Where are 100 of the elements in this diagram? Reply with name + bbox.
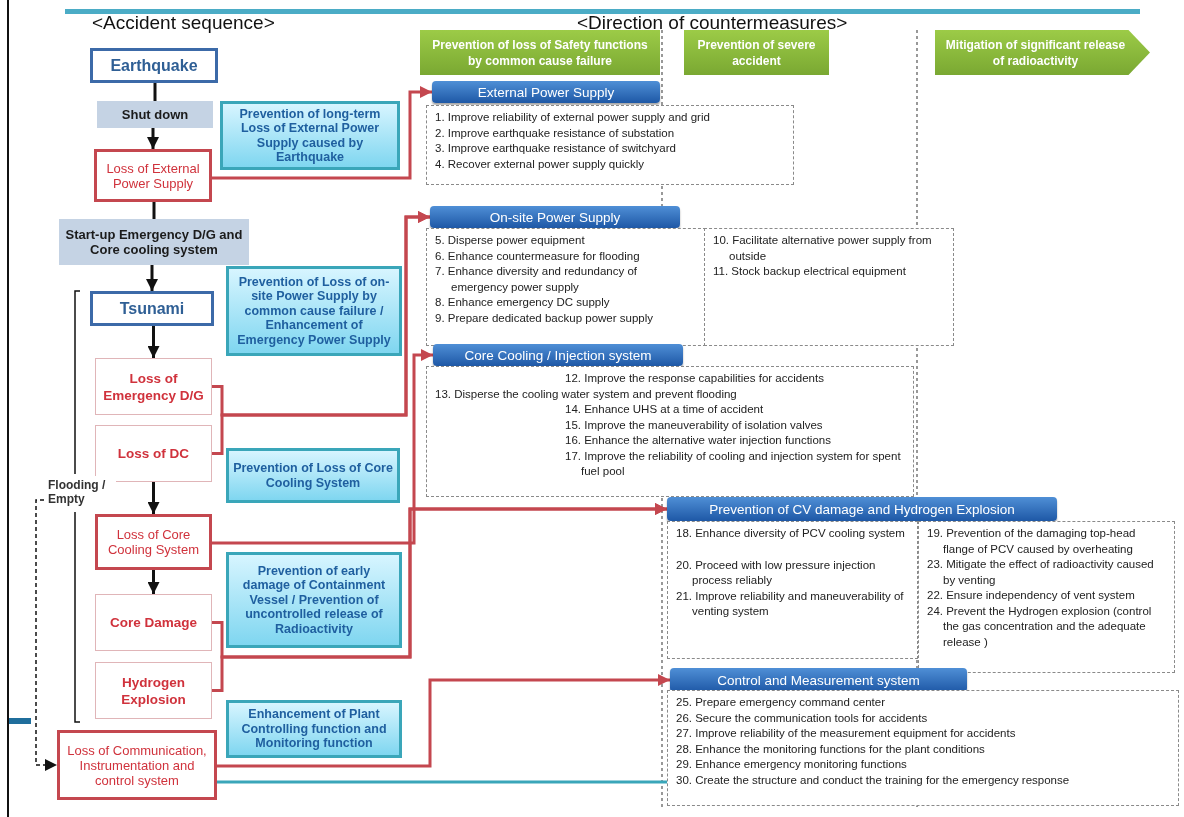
box-label: On-site Power Supply — [489, 209, 621, 225]
list-item: 3. Improve earthquake resistance of switchyard — [435, 141, 677, 156]
box-label: Prevention of long-term Loss of External Power Supply caused by Earthquake — [238, 106, 382, 165]
box-label: Mitigation of significant release of radioactivity — [944, 36, 1127, 69]
list-item: 16. Enhance the alternative water injection functions — [565, 433, 832, 448]
list-item: 9. Prepare dedicated backup power supply — [435, 310, 654, 326]
connector-line — [217, 780, 667, 784]
list-item: 6. Enhance countermeasure for flooding — [435, 248, 641, 264]
list-item: 2. Improve earthquake resistance of substation — [435, 125, 676, 141]
box-label: Hydrogen Explosion — [120, 673, 187, 708]
failure-box — [95, 594, 212, 651]
section-title: <Accident sequence> — [92, 12, 275, 34]
failure-box — [95, 358, 212, 415]
event-box — [90, 291, 214, 326]
list-item: 15. Improve the maneuverability of isolation valves — [565, 417, 824, 433]
box-label: External Power Supply — [477, 84, 615, 100]
measure-list-panel — [426, 366, 914, 497]
list-item: 20. Proceed with low pressure injection process reliably — [676, 557, 877, 588]
list-item: 17. Improve the reliability of cooling and injection system for spent fuel pool — [565, 448, 902, 479]
list-item: 10. Facilitate alternative power supply from outside — [713, 233, 933, 264]
arrow — [146, 265, 158, 291]
failure-box — [95, 514, 212, 570]
process-step-box — [97, 101, 213, 128]
list-item: 19. Prevention of the damaging top-head flange of PCV caused by overheating — [927, 526, 1137, 557]
measure-list-panel — [667, 690, 1179, 806]
failure-box — [95, 662, 212, 719]
measure-list-panel — [667, 521, 918, 659]
list-item: 25. Prepare emergency command center — [676, 695, 887, 710]
box-label: Loss of External Power Supply — [105, 160, 201, 191]
measure-list-panel — [704, 228, 954, 346]
box-label: Prevention of Loss of Core Cooling System — [233, 461, 393, 490]
arrow — [147, 570, 160, 594]
arrow — [212, 211, 430, 455]
measure-list-panel — [918, 521, 1175, 673]
list-item: 4. Recover external power supply quickly — [435, 156, 646, 172]
failure-box — [95, 425, 212, 482]
category-bar — [433, 344, 683, 366]
column-header-banner — [420, 30, 660, 75]
measure-list-panel — [426, 105, 794, 185]
category-bar — [432, 81, 660, 103]
section-title: <Direction of countermeasures> — [577, 12, 848, 34]
list-item: 8. Enhance emergency DC supply — [435, 295, 611, 310]
category-bar — [430, 206, 680, 228]
box-label: Core Damage — [109, 614, 197, 631]
arrow — [147, 482, 160, 514]
list-item: 24. Prevent the Hydrogen explosion (control the gas concentration and the adequate release ) — [927, 603, 1153, 650]
list-item: 23. Mitigate the effect of radioactivity caused by venting — [927, 557, 1155, 588]
box-label: Prevention of early damage of Containment Vessel / Prevention of uncontrolled release of Radioactivity — [241, 563, 387, 637]
list-item: 7. Enhance diversity and redundancy of emergency power supply — [435, 264, 639, 295]
list-item: 27. Improve reliability of the measurement equipment for accidents — [676, 726, 1017, 741]
list-item: 1. Improve reliability of external power supply and grid — [435, 110, 711, 125]
arrow — [212, 503, 667, 692]
dashed-arrow — [35, 499, 58, 771]
list-item: 5. Disperse power equipment — [435, 233, 586, 248]
list-item: 13. Disperse the cooling water system and prevent flooding — [435, 386, 738, 402]
list-item: 18. Enhance diversity of PCV cooling system — [676, 526, 906, 541]
failure-box — [57, 730, 217, 800]
list-item: 30. Create the structure and conduct the training for the emergency response — [676, 772, 1071, 788]
list-item: 12. Improve the response capabilities for accidents — [565, 371, 825, 386]
box-label: Enhancement of Plant Controlling function and Monitoring function — [240, 707, 388, 751]
box-label: Core Cooling / Injection system — [464, 347, 652, 363]
box-label: Prevention of severe accident — [696, 36, 817, 69]
arrow — [217, 674, 670, 768]
event-box — [90, 48, 218, 83]
countermeasure-box — [226, 448, 400, 503]
list-item: 28. Enhance the monitoring functions for the plant conditions — [676, 741, 986, 757]
box-label: Prevention of loss of Safety functions by common cause failure — [431, 36, 649, 69]
measure-list-panel — [426, 228, 706, 346]
box-label: Loss of DC — [117, 445, 190, 462]
countermeasure-box — [226, 700, 402, 758]
countermeasure-box — [220, 101, 400, 170]
box-label: Loss of Emergency D/G — [102, 369, 205, 404]
box-label: Control and Measurement system — [717, 672, 920, 688]
countermeasure-box — [226, 552, 402, 648]
category-bar — [667, 497, 1057, 521]
connector-line — [152, 202, 156, 219]
arrow — [212, 86, 432, 180]
countermeasure-box — [226, 266, 402, 356]
box-label: Earthquake — [110, 56, 198, 75]
column-header-banner — [684, 30, 829, 75]
arrow — [147, 326, 160, 358]
list-item: 29. Enhance emergency monitoring functions — [676, 757, 908, 772]
box-label: Prevention of CV damage and Hydrogen Explosion — [709, 501, 1015, 517]
list-item: 11. Stock backup electrical equipment — [713, 264, 907, 279]
box-label: Loss of Communication, Instrumentation and control system — [66, 742, 208, 788]
failure-box — [94, 149, 212, 202]
box-label: Prevention of Loss of on-site Power Supply by common cause failure / Enhancement of Emergency Power Supply — [236, 274, 392, 348]
arrow — [147, 128, 159, 149]
connector-line — [153, 83, 157, 101]
list-item: 21. Improve reliability and maneuverability of venting system — [676, 588, 905, 619]
list-item: 14. Enhance UHS at a time of accident — [565, 402, 765, 417]
box-label: Tsunami — [119, 299, 185, 318]
process-step-box — [59, 219, 249, 265]
category-bar — [670, 668, 967, 692]
list-item: 22. Ensure independency of vent system — [927, 588, 1136, 603]
arrow — [212, 349, 433, 545]
list-item: 26. Secure the communication tools for accidents — [676, 710, 929, 726]
box-label: Loss of Core Cooling System — [106, 527, 200, 557]
box-label: Shut down — [121, 107, 189, 122]
box-label: Start-up Emergency D/G and Core cooling system — [64, 227, 244, 257]
